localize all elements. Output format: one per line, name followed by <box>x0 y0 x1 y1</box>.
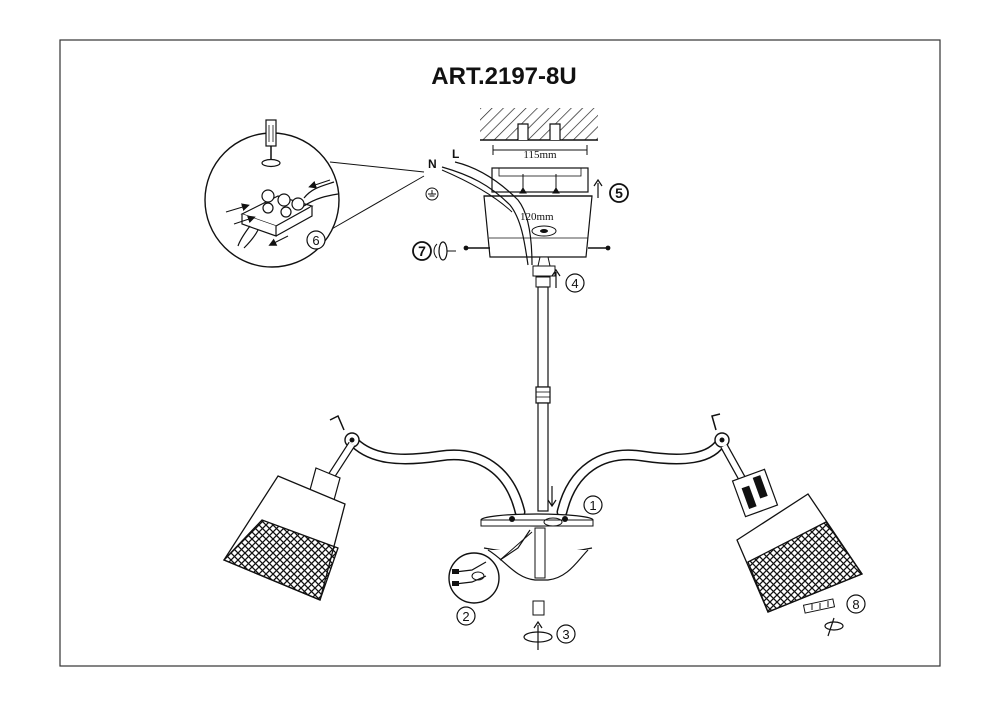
step-1-badge <box>583 495 603 515</box>
diagram-title: ART.2197-8U <box>431 63 576 90</box>
ceiling-icon <box>480 108 598 141</box>
bulb-holder-detail <box>802 598 844 637</box>
step-3-badge <box>556 624 576 644</box>
wire-label-live: L <box>452 147 459 161</box>
terminal-block-detail <box>204 119 425 268</box>
step-4-number: 4 <box>571 276 578 291</box>
mounting-bracket <box>491 145 589 194</box>
supply-wires <box>441 161 533 266</box>
canopy <box>463 195 611 277</box>
wire-connector-detail <box>448 531 533 604</box>
page-frame <box>59 39 941 667</box>
wire-label-neutral: N <box>428 157 437 171</box>
step-7-number: 7 <box>418 243 426 259</box>
ground-icon <box>425 187 439 201</box>
step-5-arrow <box>593 178 603 198</box>
step-1-number: 1 <box>589 498 596 513</box>
dimension-canopy-width: 120mm <box>520 211 554 223</box>
step-2-badge <box>456 606 476 626</box>
center-body <box>480 513 594 616</box>
left-arm <box>326 414 526 518</box>
step-6-badge <box>306 230 326 250</box>
rotate-icon-3 <box>523 620 553 650</box>
left-lamp-shade <box>222 467 346 601</box>
step-6-number: 6 <box>312 233 319 248</box>
screwdriver-icon <box>261 119 281 168</box>
step-8-badge <box>846 594 866 614</box>
suspension-rod <box>535 276 551 512</box>
step-5-badge <box>609 183 629 203</box>
step-1-arrow <box>547 486 557 508</box>
right-lamp-shade <box>731 468 863 613</box>
step-3-number: 3 <box>562 627 569 642</box>
step-4-badge <box>565 273 585 293</box>
right-arm <box>556 413 748 518</box>
step-5-number: 5 <box>615 185 623 201</box>
step-4-arrow <box>551 268 561 288</box>
knob-icon <box>433 241 456 261</box>
dimension-top-width: 115mm <box>523 149 557 161</box>
step-8-number: 8 <box>852 597 859 612</box>
step-2-number: 2 <box>462 609 469 624</box>
step-7-badge <box>412 241 432 261</box>
